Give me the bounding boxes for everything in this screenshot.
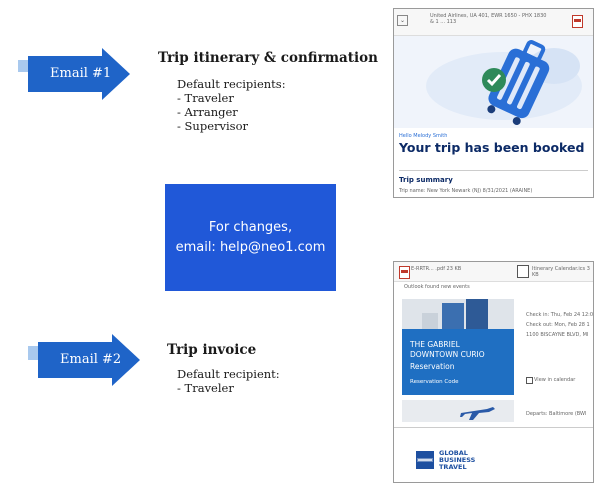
check-in-text: Check in: Thu, Feb 24 12:0 [526, 312, 593, 318]
flight-card [402, 400, 514, 422]
outlook-notice: Outlook found new events [404, 284, 470, 290]
trip-name-text: Trip name: New York Newark (NJ) 8/31/202… [399, 188, 533, 194]
attachment-pdf[interactable]: E-RRTR... .pdf 23 KB [411, 266, 462, 272]
greeting-text: Hello Melody Smith [399, 133, 448, 139]
brand-line: BUSINESS [439, 456, 476, 464]
email-2-recipient: - Traveler [177, 381, 234, 395]
hotel-address: 1100 BISCAYNE BLVD, MI [526, 332, 589, 338]
trip-summary-label: Trip summary [399, 176, 453, 184]
divider [399, 170, 588, 171]
email-header-bar: ⌄ United Airlines, UA 401, EWR 1650 - PH… [394, 9, 593, 36]
view-in-calendar[interactable]: View in calendar [534, 377, 576, 383]
attachment-ics[interactable]: Itinerary Calendar.ics 3 KB [532, 266, 590, 278]
email-header-text: United Airlines, UA 401, EWR 1650 - PHX … [430, 13, 547, 25]
luggage-illustration [394, 36, 593, 128]
brand-line: TRAVEL [439, 463, 467, 471]
contact-box: For changes, email: help@neo1.com [165, 184, 336, 291]
confirmation-email-screenshot: ⌄ United Airlines, UA 401, EWR 1650 - PH… [393, 8, 594, 198]
contact-line-1: For changes, [208, 219, 293, 235]
hotel-sub: Reservation [410, 362, 455, 371]
attachments-bar: E-RRTR... .pdf 23 KB Itinerary Calendar.… [394, 262, 593, 282]
email-1-title: Trip itinerary & confirmation [158, 50, 378, 66]
arrow-deco-square [18, 60, 30, 72]
departs-text: Departs: Baltimore (BWI [526, 411, 587, 417]
hotel-name: THE GABRIEL DOWNTOWN CURIO [410, 340, 485, 359]
brand-name: GLOBAL BUSINESS TRAVEL [439, 450, 475, 471]
email-2-arrow: Email #2 [28, 334, 140, 386]
email-2-title: Trip invoice [167, 342, 257, 358]
email-1-recipients-heading: Default recipients: [177, 77, 286, 91]
email-1-label: Email #1 [50, 66, 112, 81]
calendar-icon [517, 265, 529, 278]
chevron-down-icon: ⌄ [397, 15, 408, 26]
hotel-card: THE GABRIEL DOWNTOWN CURIO Reservation R… [402, 299, 514, 395]
airplane-icon [460, 407, 495, 420]
email-1-recipient: - Supervisor [177, 119, 248, 133]
email-2-label: Email #2 [60, 352, 122, 367]
hotel-building-image [402, 299, 514, 329]
email-1-recipient: - Arranger [177, 105, 238, 119]
contact-email: email: help@neo1.com [175, 239, 326, 255]
email-1-arrow: Email #1 [18, 48, 130, 100]
email-2-recipients-heading: Default recipient: [177, 367, 280, 381]
pdf-icon [572, 15, 583, 28]
pdf-icon [399, 266, 410, 279]
brand-line: GLOBAL [439, 449, 468, 457]
invoice-email-screenshot: E-RRTR... .pdf 23 KB Itinerary Calendar.… [393, 261, 594, 483]
amex-logo [416, 451, 434, 469]
email-1-recipient: - Traveler [177, 91, 234, 105]
reservation-code: Reservation Code [410, 379, 459, 385]
check-out-text: Check out: Mon, Feb 28 1 [526, 322, 590, 328]
divider [394, 427, 593, 428]
calendar-small-icon [526, 377, 533, 384]
booking-headline: Your trip has been booked [399, 140, 585, 155]
